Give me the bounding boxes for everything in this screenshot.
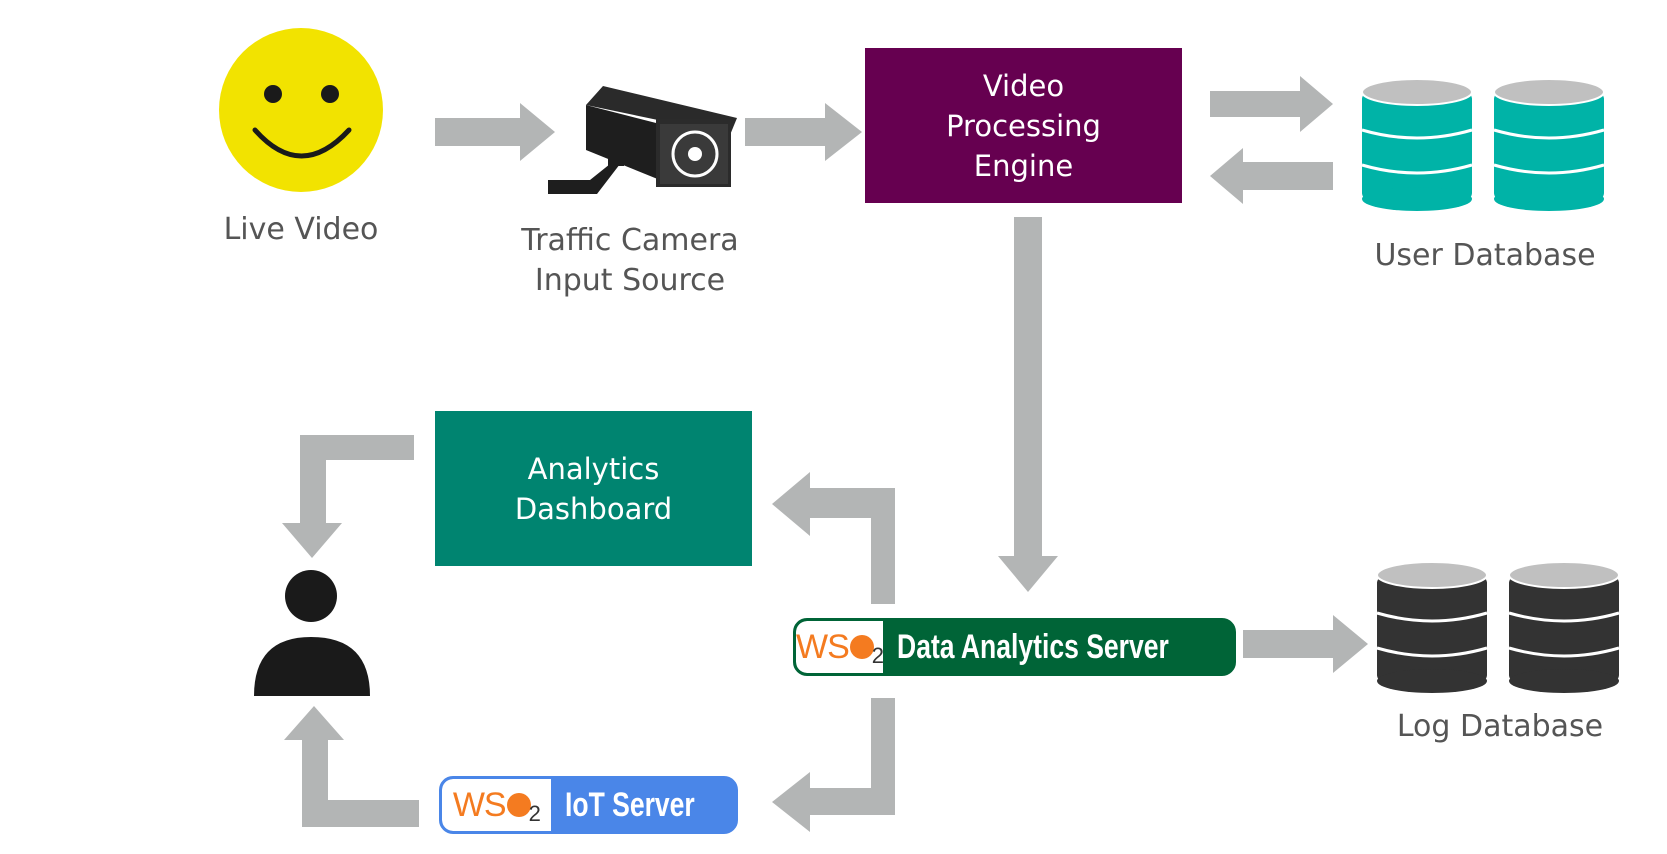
vpe-line3: Engine	[973, 148, 1074, 183]
analytics-dashboard: Analytics Dashboard	[435, 411, 752, 566]
user-database-label: User Database	[1374, 238, 1596, 273]
camera-icon	[548, 86, 737, 194]
arrow-dashboard-to-person	[282, 435, 414, 558]
vpe-line1: Video	[982, 68, 1065, 103]
arrow-vpe-to-das	[998, 217, 1058, 592]
das-title: Data Analytics Server	[897, 627, 1169, 666]
arrow-das-to-logdb	[1243, 615, 1368, 673]
vpe-line2: Processing	[946, 108, 1101, 143]
arrow-das-to-dashboard	[772, 472, 895, 604]
iot-title: IoT Server	[564, 785, 695, 824]
person-icon	[254, 570, 370, 696]
camera-label: Traffic Camera Input Source	[500, 221, 760, 301]
arrow-vpe-to-userdb	[1210, 76, 1333, 132]
arrow-iot-to-person	[284, 706, 419, 827]
camera-label-line2: Input Source	[534, 263, 726, 298]
wso2-o-icon	[849, 635, 874, 659]
smiley-icon	[219, 28, 383, 192]
arrow-camera-to-vpe	[745, 103, 862, 161]
log-database-label: Log Database	[1396, 709, 1604, 744]
dashboard-line2: Dashboard	[514, 491, 673, 526]
video-processing-engine: Video Processing Engine	[865, 48, 1182, 203]
arrow-live-to-camera	[435, 103, 555, 161]
database-icon	[1361, 78, 1605, 211]
arrow-userdb-to-vpe	[1210, 148, 1333, 204]
live-video-label: Live Video	[223, 212, 379, 247]
arrow-das-to-iot	[772, 698, 895, 832]
dashboard-line1: Analytics	[527, 451, 660, 486]
wso2-o-icon	[506, 793, 531, 817]
database-icon	[1376, 561, 1620, 693]
camera-label-line1: Traffic Camera	[521, 223, 739, 258]
